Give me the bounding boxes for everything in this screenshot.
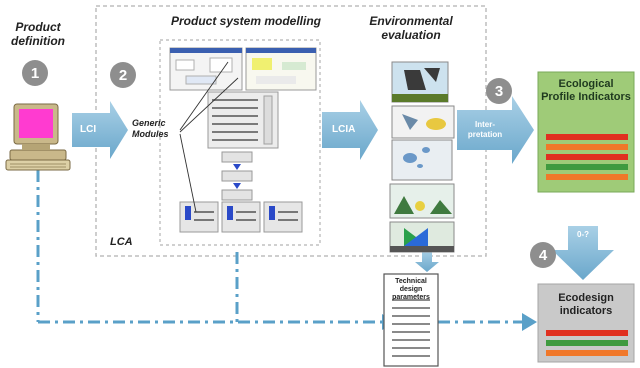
eco-bar-3: [546, 154, 628, 160]
label-technical-design-parameters: Technical design parameters: [392, 278, 430, 301]
model-screenshot-right: [245, 47, 317, 91]
eco-bar-5: [546, 174, 628, 180]
step-4-badge: 4: [530, 242, 556, 268]
lcia-arrow: [322, 100, 378, 160]
doc-lines: [392, 299, 430, 357]
ecological-profile-box: [537, 71, 635, 193]
ecodesign-bar-2: [546, 340, 628, 346]
ecodesign-bar-1: [546, 330, 628, 336]
technical-params-doc: [383, 273, 439, 367]
eco-bar-2: [546, 144, 628, 150]
eco-bar-4: [546, 164, 628, 170]
step-2-badge: 2: [110, 62, 136, 88]
label-ecodesign-indicators: Ecodesign indicators: [558, 292, 614, 317]
label-down-arrow: 0-?: [577, 230, 589, 239]
label-generic-modules: Generic Modules: [132, 118, 169, 139]
module-chain: [221, 151, 253, 201]
module-list-panel: [207, 91, 279, 149]
generic-module-connectors: [179, 61, 239, 213]
label-lca: LCA: [110, 236, 133, 248]
step-1-badge: 1: [22, 60, 48, 86]
label-lci: LCI: [80, 124, 97, 135]
lci-arrow: [72, 101, 128, 159]
label-product-definition: Product definition: [11, 20, 65, 48]
evaluation-image-3: [391, 139, 453, 181]
evaluation-image-2: [391, 105, 455, 139]
label-product-system-modelling: Product system modelling: [170, 14, 322, 28]
ecodesign-bar-3: [546, 350, 628, 356]
evaluation-image-4: [389, 183, 455, 219]
ecodesign-box: [537, 283, 635, 363]
generic-module-panels: [179, 201, 303, 233]
eval-down-arrow: [415, 250, 439, 272]
evaluation-image-5: [389, 221, 455, 253]
step-3-badge: 3: [486, 78, 512, 104]
label-ecological-profile-indicators: Ecological Profile Indicators: [541, 78, 631, 103]
model-screenshot-left: [169, 47, 243, 91]
flow-arrowhead-2: [522, 313, 537, 331]
product-system-frame: [159, 39, 321, 246]
eco-bar-1: [546, 134, 628, 140]
evaluation-image-1: [391, 61, 449, 103]
interpretation-arrow: [457, 96, 534, 164]
down-arrow: [552, 226, 614, 280]
label-interpretation: Inter-pretation: [467, 120, 503, 139]
label-lcia: LCIA: [332, 124, 356, 135]
label-environmental-evaluation: Environmental evaluation: [369, 14, 453, 42]
computer-icon: [5, 103, 71, 171]
